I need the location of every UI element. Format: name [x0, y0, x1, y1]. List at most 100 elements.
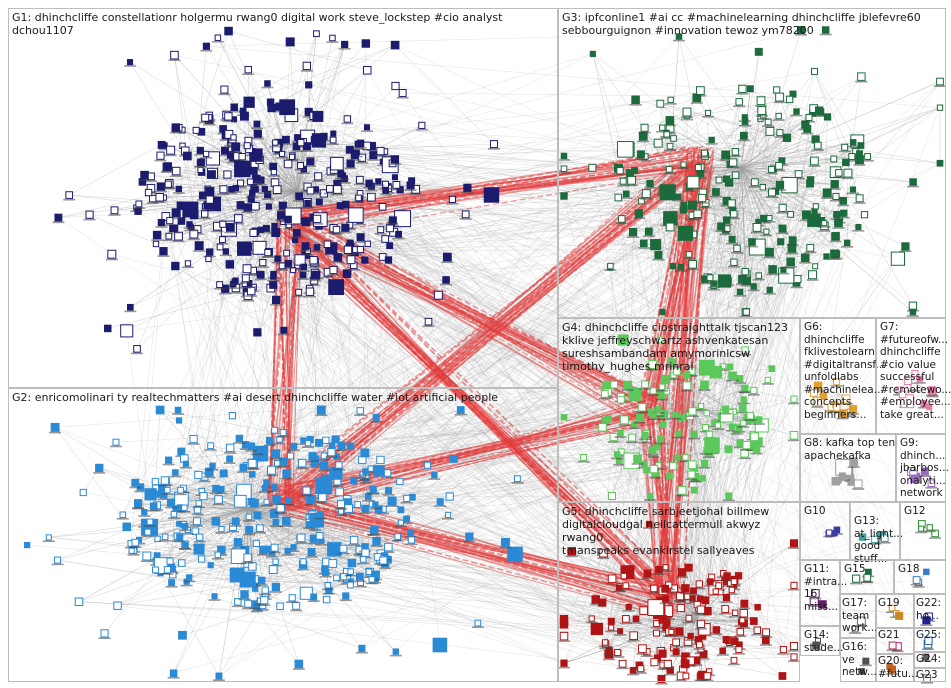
intra-group-edge	[247, 509, 396, 652]
intra-group-edge	[687, 600, 697, 620]
intra-group-edge	[247, 508, 478, 624]
intra-group-edge	[195, 508, 248, 532]
intra-group-edge	[693, 366, 731, 410]
intra-group-edge	[741, 167, 770, 219]
inter-group-edge	[215, 521, 657, 634]
intra-group-edge	[707, 172, 840, 278]
intra-group-edge	[704, 152, 781, 186]
intra-group-edge	[733, 213, 746, 272]
intra-group-edge	[730, 583, 795, 647]
intra-group-edge	[667, 610, 723, 652]
intra-group-edge	[243, 467, 246, 551]
intra-group-edge	[130, 191, 298, 308]
intra-group-edge	[247, 508, 355, 541]
intra-group-edge	[741, 81, 941, 168]
intra-group-edge	[741, 88, 751, 168]
intra-group-edge	[728, 435, 795, 497]
inter-group-edge	[232, 452, 654, 528]
intra-group-edge	[700, 166, 823, 221]
intra-group-edge	[741, 111, 797, 168]
intra-group-edge	[741, 167, 747, 313]
intra-group-edge	[713, 248, 738, 286]
intra-group-edge	[215, 508, 248, 522]
intra-group-edge	[252, 514, 313, 567]
intra-group-edge	[741, 167, 783, 229]
intra-group-edge	[741, 167, 747, 281]
intra-group-edge	[257, 133, 319, 177]
intra-group-edge	[297, 133, 334, 193]
inter-group-edge	[321, 409, 711, 582]
intra-group-edge	[195, 508, 248, 532]
intra-group-edge	[733, 111, 797, 215]
intra-group-edge	[159, 409, 248, 510]
intra-group-edge	[669, 619, 697, 671]
intra-group-edge	[669, 619, 697, 671]
intra-group-edge	[196, 508, 248, 522]
inter-group-edge	[402, 92, 780, 98]
inter-group-edge	[201, 172, 219, 500]
intra-group-edge	[815, 76, 862, 140]
intra-group-edge	[789, 150, 856, 186]
intra-group-edge	[734, 579, 784, 650]
intra-group-edge	[267, 83, 289, 165]
inter-group-edge	[187, 249, 356, 531]
intra-group-edge	[179, 508, 248, 525]
inter-group-edge	[200, 169, 825, 224]
inter-group-edge	[349, 224, 683, 491]
intra-group-edge	[186, 571, 369, 582]
intra-group-edge	[741, 167, 746, 272]
inter-group-edge	[218, 499, 671, 671]
intra-group-edge	[297, 111, 309, 193]
intra-group-edge	[248, 69, 250, 150]
intra-group-edge	[563, 610, 668, 664]
intra-group-edge	[150, 461, 284, 495]
intra-group-edge	[622, 339, 636, 395]
intra-group-edge	[673, 374, 795, 400]
intra-group-edge	[741, 139, 816, 168]
inter-group-edge	[393, 232, 624, 341]
intra-group-edge	[247, 509, 329, 586]
intra-group-edge	[741, 167, 758, 248]
intra-group-edge	[741, 88, 751, 168]
intra-group-edge	[735, 142, 854, 176]
inter-group-edge	[189, 224, 691, 637]
intra-group-edge	[138, 201, 320, 212]
intra-group-edge	[130, 191, 298, 308]
intra-group-edge	[149, 508, 248, 523]
inter-group-edge	[292, 155, 333, 446]
inter-group-edge	[380, 229, 695, 491]
intra-group-edge	[741, 167, 747, 313]
intra-group-edge	[741, 107, 941, 168]
intra-group-edge	[270, 102, 298, 193]
inter-group-edge	[310, 190, 707, 368]
intra-group-edge	[190, 46, 207, 227]
intra-group-edge	[117, 509, 248, 606]
intra-group-edge	[760, 118, 793, 241]
intra-group-edge	[273, 171, 308, 187]
inter-group-edge	[190, 209, 795, 658]
intra-group-edge	[695, 619, 743, 621]
intra-group-edge	[608, 619, 697, 655]
intra-group-edge	[814, 71, 858, 142]
inter-group-edge	[321, 540, 619, 654]
intra-group-edge	[177, 465, 246, 537]
intra-group-edge	[157, 191, 298, 236]
inter-group-edge	[291, 115, 734, 413]
intra-group-edge	[739, 101, 846, 163]
inter-group-edge	[175, 265, 666, 590]
intra-group-edge	[844, 147, 941, 164]
intra-group-edge	[326, 409, 461, 563]
intra-group-edge	[644, 101, 740, 129]
intra-group-edge	[166, 480, 344, 577]
intra-group-edge	[741, 121, 769, 168]
intra-group-edge	[247, 508, 355, 541]
intra-group-edge	[741, 141, 858, 168]
intra-group-edge	[247, 509, 351, 582]
intra-group-edge	[771, 99, 790, 193]
intra-group-edge	[741, 139, 816, 168]
intra-group-edge	[247, 509, 346, 597]
inter-group-edge	[126, 330, 158, 556]
inter-group-edge	[175, 265, 326, 573]
intra-group-edge	[206, 46, 298, 193]
intra-group-edge	[846, 173, 849, 243]
